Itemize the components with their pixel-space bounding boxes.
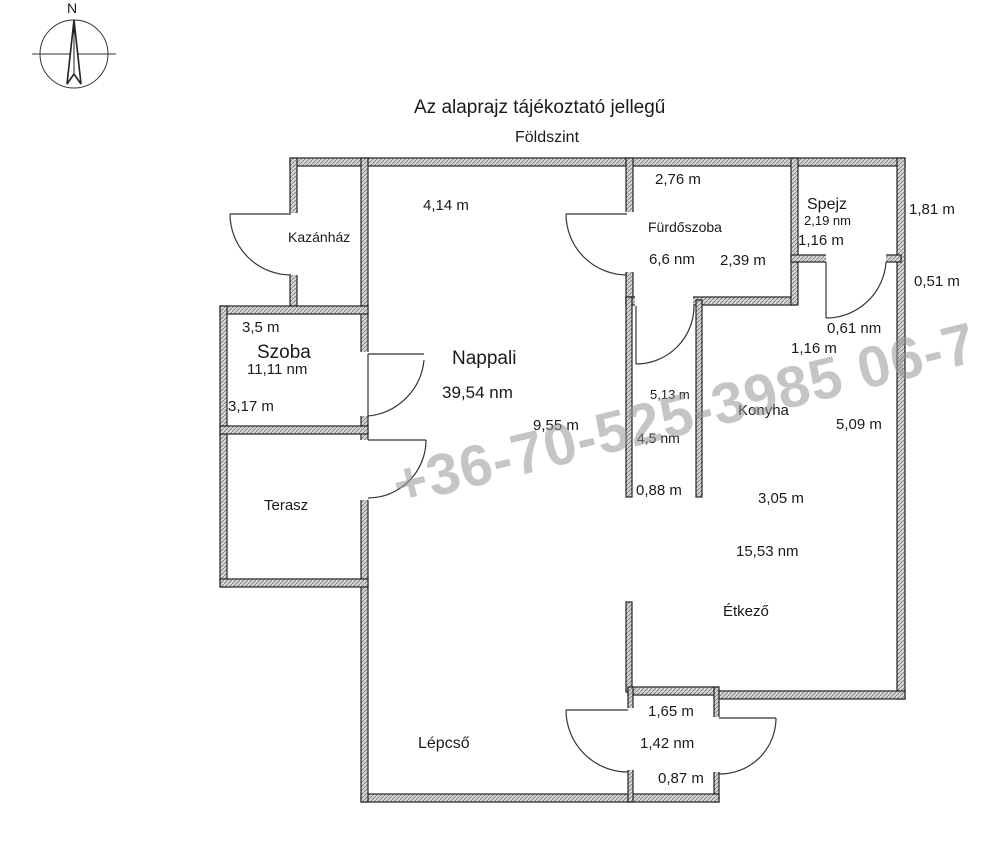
furdoszoba-depth: 2,39 m	[720, 252, 766, 269]
room-name-terasz: Terasz	[264, 497, 309, 514]
spejz-depth: 1,16 m	[798, 232, 844, 249]
konyha-dim-c: 1,16 m	[791, 340, 837, 357]
nappali-area: 39,54 nm	[442, 383, 513, 402]
room-name-szoba: Szoba	[257, 342, 311, 363]
konyha-dim-b: 0,61 nm	[827, 320, 882, 337]
walls	[219, 157, 906, 803]
konyha-length: 5,09 m	[836, 416, 882, 433]
hallway-area: 4,5 nm	[637, 430, 680, 446]
konyha-dim-a: 0,51 m	[914, 273, 960, 290]
entry-width: 1,65 m	[648, 703, 694, 720]
konyha-area: 15,53 nm	[736, 543, 799, 560]
furdoszoba-area: 6,6 nm	[649, 251, 695, 268]
szoba-width: 3,5 m	[242, 319, 280, 336]
furdoszoba-width: 2,76 m	[655, 171, 701, 188]
north-arrow-compass: N	[28, 0, 120, 96]
room-name-etkezo: Étkező	[723, 603, 769, 620]
door-swings	[229, 213, 887, 775]
floor-name: Földszint	[515, 129, 580, 146]
nappali-width: 4,14 m	[423, 197, 469, 214]
plan-disclaimer-title: Az alaprajz tájékoztató jellegű	[414, 97, 666, 118]
hallway-width: 0,88 m	[636, 482, 682, 499]
nappali-length: 9,55 m	[533, 417, 579, 434]
room-name-konyha: Konyha	[738, 402, 789, 419]
hallway-length: 5,13 m	[650, 387, 690, 402]
north-label: N	[67, 0, 78, 16]
room-name-spejz: Spejz	[807, 196, 848, 213]
konyha-width: 3,05 m	[758, 490, 804, 507]
room-name-furdoszoba: Fürdőszoba	[648, 219, 722, 235]
szoba-area: 11,11 nm	[247, 361, 308, 378]
szoba-depth: 3,17 m	[228, 398, 274, 415]
entry-depth: 0,87 m	[658, 770, 704, 787]
spejz-area: 2,19 nm	[804, 213, 851, 228]
room-name-kazanhaz: Kazánház	[288, 229, 351, 245]
room-name-lepcso: Lépcső	[418, 735, 470, 752]
spejz-side: 1,81 m	[909, 201, 955, 218]
entry-area: 1,42 nm	[640, 735, 695, 752]
room-name-nappali: Nappali	[452, 348, 517, 369]
